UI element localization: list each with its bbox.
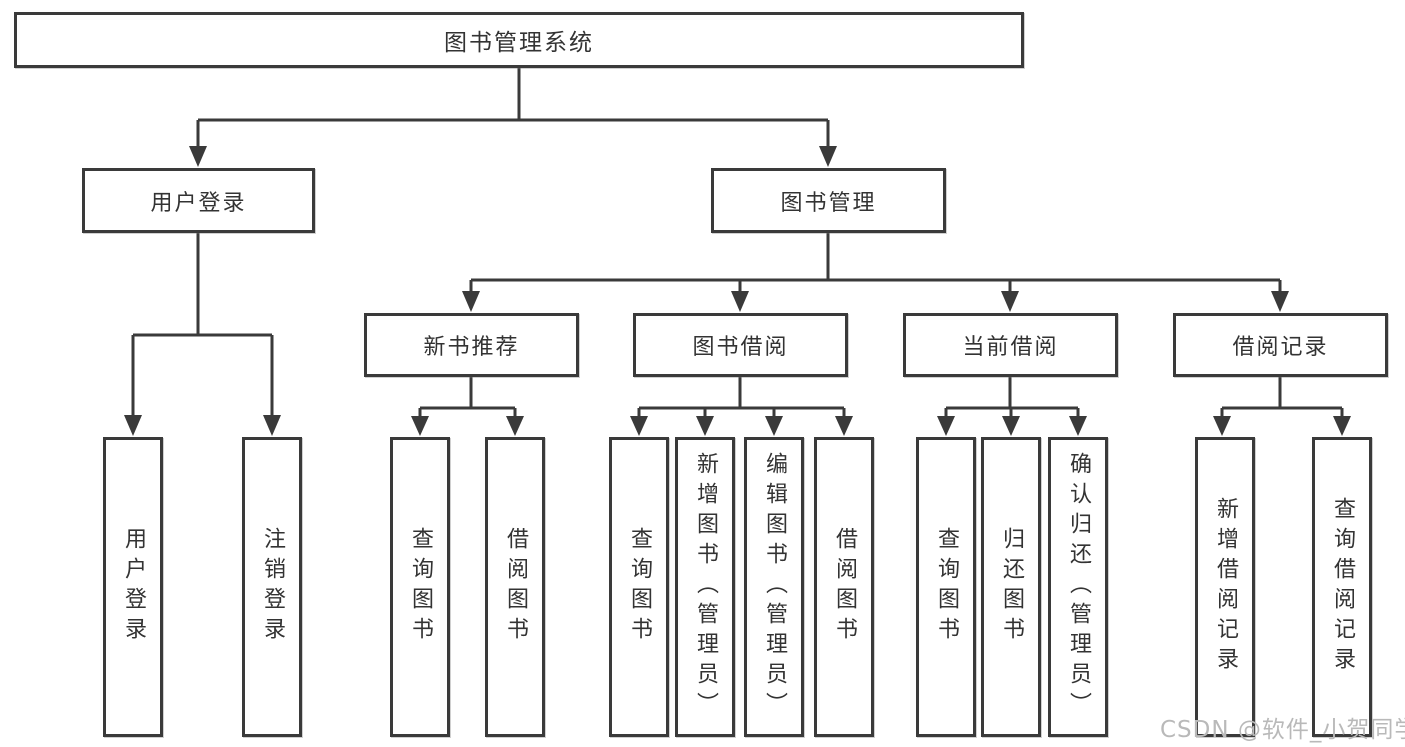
- node-current-borrow: 当前借阅: [903, 313, 1118, 377]
- csdn-watermark: CSDN @软件_小贺同学: [1160, 717, 1405, 743]
- leaf-recommend-borrow-books: 借阅图书: [485, 437, 545, 737]
- leaf-return-books: 归还图书: [981, 437, 1041, 737]
- leaf-borrow-books: 借阅图书: [814, 437, 874, 737]
- leaf-add-borrow-record: 新增借阅记录: [1195, 437, 1255, 737]
- leaf-confirm-return-admin: 确认归还（管理员）: [1048, 437, 1108, 737]
- leaf-query-borrow-record: 查询借阅记录: [1312, 437, 1372, 737]
- node-book-management: 图书管理: [711, 168, 946, 233]
- leaf-recommend-query-books: 查询图书: [390, 437, 450, 737]
- node-borrow-records: 借阅记录: [1173, 313, 1388, 377]
- leaf-edit-books-admin: 编辑图书（管理员）: [744, 437, 804, 737]
- leaf-add-books-admin: 新增图书（管理员）: [675, 437, 735, 737]
- node-user-login: 用户登录: [82, 168, 315, 233]
- leaf-logout: 注销登录: [242, 437, 302, 737]
- node-new-book-recommend: 新书推荐: [364, 313, 579, 377]
- leaf-borrow-query-books: 查询图书: [609, 437, 669, 737]
- node-root: 图书管理系统: [14, 12, 1024, 68]
- leaf-current-query-books: 查询图书: [916, 437, 976, 737]
- node-book-borrow: 图书借阅: [633, 313, 848, 377]
- leaf-user-login: 用户登录: [103, 437, 163, 737]
